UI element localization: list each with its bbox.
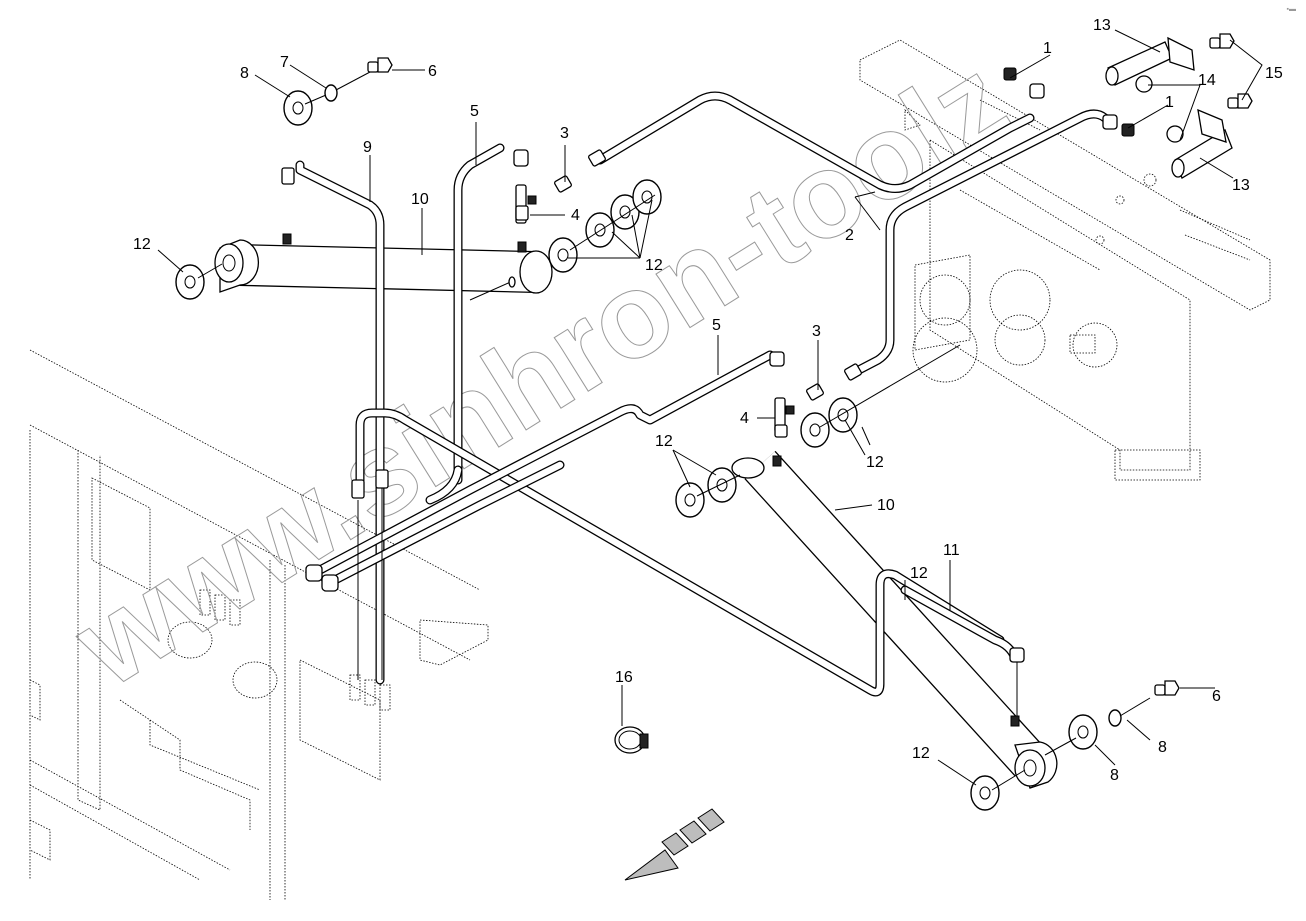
callout-13: 13 (1093, 17, 1111, 34)
callout-12: 12 (645, 257, 663, 274)
bolts-pins (367, 33, 1253, 696)
callout-12: 12 (655, 433, 673, 450)
callout-8: 8 (1110, 767, 1119, 784)
callout-labels: 8 7 6 9 10 12 5 3 4 12 1 1 13 14 15 13 2… (133, 17, 1283, 784)
callout-10: 10 (877, 497, 895, 514)
callout-3: 3 (812, 323, 821, 340)
callout-8: 8 (240, 65, 249, 82)
machine-frame-right (859, 39, 1271, 481)
callout-1: 1 (1165, 94, 1174, 111)
callout-3: 3 (560, 125, 569, 142)
callout-12: 12 (910, 565, 928, 582)
callout-1: 1 (1043, 40, 1052, 57)
front-direction-arrow (624, 808, 725, 881)
callout-15: 15 (1265, 65, 1283, 82)
callout-4: 4 (740, 410, 749, 427)
fittings (281, 67, 1135, 716)
callout-11: 11 (943, 542, 960, 559)
leader-lines (157, 29, 1263, 786)
callout-12: 12 (912, 745, 930, 762)
callout-9: 9 (363, 139, 372, 156)
callout-7: 8 (1158, 739, 1167, 756)
callout-10: 10 (411, 191, 429, 208)
callout-6: 6 (1212, 688, 1221, 705)
callout-5: 5 (470, 103, 479, 120)
callout-12: 12 (866, 454, 884, 471)
callout-5: 5 (712, 317, 721, 334)
callout-12: 12 (133, 236, 151, 253)
callout-6: 6 (428, 63, 437, 80)
cylinder-lower (731, 450, 1058, 789)
washers (175, 71, 1151, 811)
callout-4: 4 (571, 207, 580, 224)
machine-frame-left (29, 349, 489, 900)
callout-2: 2 (845, 227, 854, 244)
callout-16: 16 (615, 669, 633, 686)
callout-13: 13 (1232, 177, 1250, 194)
corner-mark: ▪▬ (1286, 6, 1296, 13)
callout-7: 7 (280, 54, 289, 71)
cylinder-upper (214, 233, 553, 301)
hose-clamp-16 (614, 726, 649, 754)
callout-14: 14 (1198, 72, 1216, 89)
pipe-runs (295, 91, 1110, 697)
